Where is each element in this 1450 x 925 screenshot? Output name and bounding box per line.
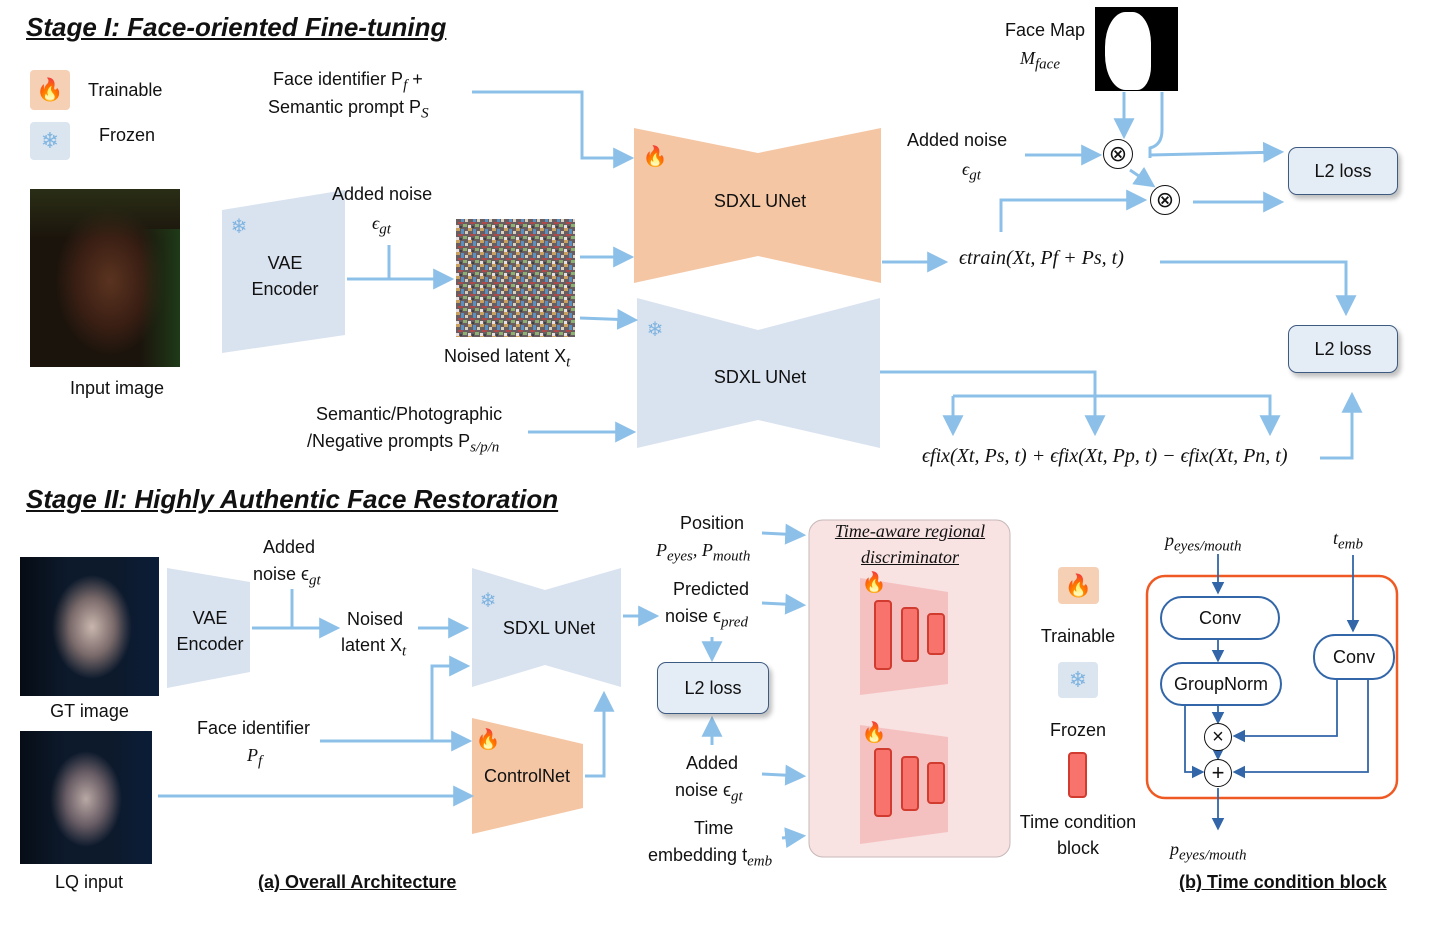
eps-train-expression: ϵtrain(Xt, Pf + Ps, t) [959,247,1124,269]
input-image [30,189,180,367]
input-image-label: Input image [69,378,165,398]
tcb-border [1145,574,1399,800]
controlnet-shape [472,718,583,834]
vae-encoder-2-label-1: VAE [192,608,228,628]
snowflake-icon: ❄ [646,318,664,341]
multiply-op-2: ⊗ [1150,185,1180,215]
legend-frozen-label: Frozen [99,125,156,145]
face-identifier-label: Face identifier [197,718,311,738]
disc-bar [901,756,919,811]
multiply-op-1: ⊗ [1103,139,1133,169]
added-noise-right-label: Added noise [907,130,1008,150]
l2-loss-mid: L2 loss [1288,325,1398,373]
face-map-label: Face Map [1005,20,1086,40]
face-map-image [1095,7,1178,91]
gt-image [20,557,159,696]
sdxl-unet-label: SDXL UNet [713,191,807,211]
fire-icon: 🔥 [642,145,668,168]
controlnet-label: ControlNet [483,766,571,786]
face-identifier-prompt: Face identifier Pf + [273,69,423,94]
legend2-trainable-label: Trainable [1040,626,1116,646]
discriminator-title-1: Time-aware regional [834,521,986,541]
lq-input-image [20,731,152,864]
sdxl-unet-2-label: SDXL UNet [502,618,596,638]
tcb-p-in-label: peyes/mouth [1165,530,1242,555]
eps-gt-right-label: ϵgt [962,159,981,184]
caption-a: (a) Overall Architecture [258,872,457,892]
gt-image-label: GT image [50,701,129,721]
tcb-conv1: Conv [1160,596,1280,640]
eps-gt-label: ϵgt [372,213,391,238]
vae-encoder-label-2: Encoder [251,279,319,299]
disc-bar [874,748,892,817]
noised-latent-label: Noised latent Xt [444,346,571,371]
noised-label: Noised [347,609,404,629]
stage2-title: Stage II: Highly Authentic Face Restorat… [26,484,559,514]
snowflake-icon: ❄ [479,589,497,612]
fire-icon: 🔥 [475,728,501,751]
snowflake-icon: ❄ [1058,662,1098,698]
disc-bar [901,607,919,662]
added-noise-label: Added noise [332,184,433,204]
position-label: Position [680,513,745,533]
vae-encoder-shape [222,190,345,353]
tcb-multiply-op: × [1204,723,1232,751]
m-face-label: Mface [1020,48,1060,73]
embedding-temb-label: embedding temb [648,845,773,870]
semantic-photographic-label: Semantic/Photographic [316,404,503,424]
p-f-label: Pf [247,745,263,770]
tcb-plus-op: + [1204,759,1232,787]
noise-eps-pred-label: noise ϵpred [665,606,748,631]
lq-input-label: LQ input [54,872,124,892]
tcb-legend-bar [1068,752,1087,798]
p-eyes-mouth-label: Peyes, Pmouth [656,540,751,565]
legend2-tcb-label-2: block [1056,838,1100,858]
tcb-groupnorm: GroupNorm [1160,662,1282,706]
added-label: Added [263,537,316,557]
noised-latent-image [456,219,575,337]
negative-prompts-label: /Negative prompts Ps/p/n [307,431,500,456]
vae-encoder-label-1: VAE [267,253,303,273]
tcb-conv2: Conv [1313,634,1395,680]
l2-loss-top: L2 loss [1288,147,1398,195]
predicted-label: Predicted [673,579,750,599]
snowflake-icon: ❄ [230,215,248,238]
eps-fix-expression: ϵfix(Xt, Ps, t) + ϵfix(Xt, Pp, t) − ϵfix… [922,445,1288,467]
tcb-t-emb-label: temb [1333,528,1364,553]
disc-bar [927,762,945,804]
tcb-p-out-label: peyes/mouth [1170,839,1247,864]
legend2-tcb-label-1: Time condition [1019,812,1137,832]
sdxl-unet-2-shape [472,568,621,687]
disc-bar [927,613,945,655]
sdxl-unet-frozen-label: SDXL UNet [713,367,807,387]
stage1-title: Stage I: Face-oriented Fine-tuning [26,12,447,42]
sdxl-unet-trainable-shape [634,128,881,283]
sdxl-unet-frozen-shape [637,298,880,448]
fire-icon: 🔥 [861,721,887,744]
fire-icon: 🔥 [30,70,70,110]
legend2-frozen-label: Frozen [1049,720,1107,740]
added-noise-label-2: Added [686,753,739,773]
discriminator-title-2: discriminator [860,547,959,567]
l2-loss-stage2: L2 loss [657,662,769,714]
legend-trainable-label: Trainable [88,80,163,100]
fire-icon: 🔥 [861,571,887,594]
time-label: Time [694,818,734,838]
disc-bar [874,600,892,670]
vae-encoder-2-label-2: Encoder [176,634,244,654]
vae-encoder-2-shape [167,568,250,688]
latent-xt-label: latent Xt [341,635,407,660]
snowflake-icon: ❄ [30,122,70,160]
semantic-prompt: Semantic prompt PS [268,97,429,122]
fire-icon: 🔥 [1058,567,1099,604]
noise-eps-gt2-label: noise ϵgt [675,780,743,805]
caption-b: (b) Time condition block [1179,872,1387,892]
noise-eps-gt-label: noise ϵgt [253,564,321,589]
